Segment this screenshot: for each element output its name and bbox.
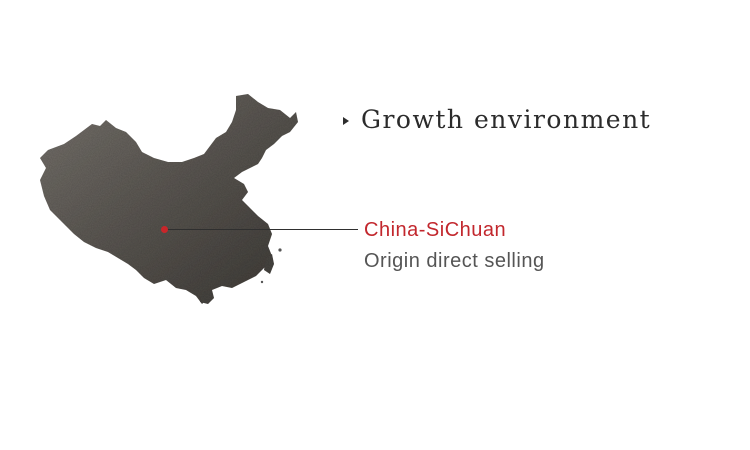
location-leader-line bbox=[165, 229, 358, 230]
section-heading: Growth environment bbox=[343, 105, 651, 134]
location-name: China-SiChuan bbox=[364, 219, 507, 241]
location-description: Origin direct selling bbox=[364, 250, 545, 272]
section-title: Growth environment bbox=[361, 105, 652, 134]
triangle-right-icon bbox=[343, 116, 349, 125]
location-pin bbox=[161, 226, 168, 233]
china-map bbox=[36, 92, 304, 312]
china-map-icon bbox=[40, 94, 298, 304]
